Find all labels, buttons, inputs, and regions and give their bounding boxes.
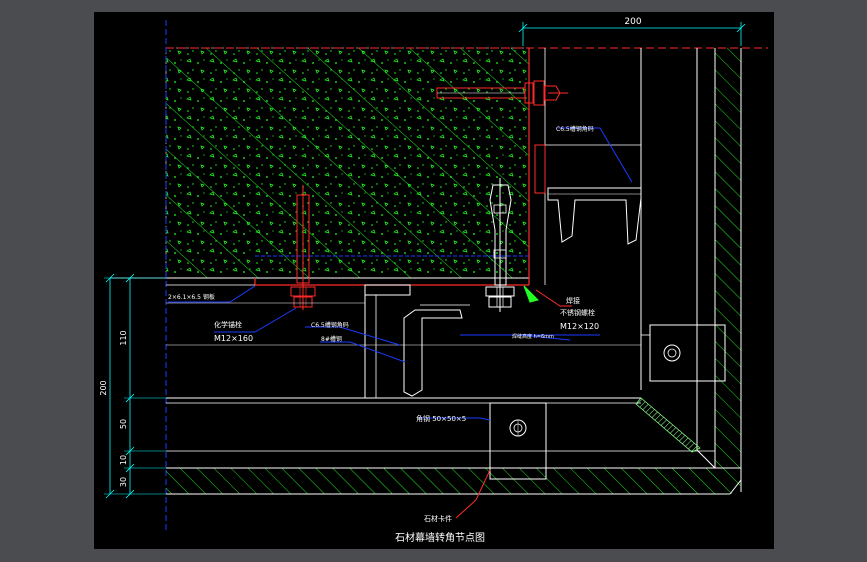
chemical-anchor-left (290, 185, 316, 310)
right-wall (544, 48, 742, 492)
top-dimension-text: 200 (624, 17, 641, 27)
angle-steel (166, 397, 701, 453)
bottom-stone-panel (166, 450, 742, 495)
label-weld: 焊接 (566, 296, 580, 305)
dim-50-text: 50 (119, 419, 128, 429)
c6-channel-right (534, 144, 642, 245)
stone-clip-right (641, 324, 726, 382)
label-weld-note: 焊缝高度 h=6mm (512, 333, 554, 340)
leader-lines (168, 127, 633, 421)
top-dimension: 200 (518, 17, 746, 46)
drawing-canvas: 200 (94, 12, 774, 549)
label-chem-bolt: 化学锚栓 (214, 320, 242, 329)
label-c6-mid: C6.5槽钢角码 (311, 321, 349, 329)
dim-total-text: 200 (99, 380, 108, 395)
stone-clip-center (489, 402, 547, 480)
label-chem-bolt-size: M12×160 (214, 334, 253, 343)
anchor-bolt-icon (436, 80, 568, 106)
label-angle-steel: 角钢 50×50×5 (416, 414, 466, 423)
label-left-plate: 2×6.1×6.5 钢板 (168, 293, 215, 301)
dim-110-text: 110 (119, 330, 128, 345)
drawing-title: 石材幕墙转角节点图 (395, 531, 485, 544)
dim-30-text: 30 (119, 477, 128, 487)
annotation-labels: 2×6.1×6.5 钢板 化学锚栓 M12×160 C6.5槽钢角码 8#槽钢 … (168, 125, 599, 523)
detail-drawing: 200 (99, 17, 768, 544)
leader-lines-red (455, 289, 572, 519)
label-stainless-bolt: 不锈钢螺栓 (560, 308, 595, 317)
expansion-bolt-right (485, 178, 515, 312)
left-dimension-chain: 200 110 50 10 30 (99, 273, 166, 499)
label-c6-top: C6.5槽钢角码 (556, 125, 594, 133)
label-main-channel: 8#槽钢 (321, 335, 342, 343)
label-stainless-bolt-size: M12×120 (560, 322, 599, 331)
dim-10-text: 10 (119, 455, 128, 465)
weld-symbol-icon (523, 285, 539, 303)
label-stone-clip: 石材卡件 (424, 514, 452, 523)
concrete-block (165, 47, 530, 286)
main-channel (364, 284, 470, 398)
hex-nut-icon (290, 286, 316, 308)
